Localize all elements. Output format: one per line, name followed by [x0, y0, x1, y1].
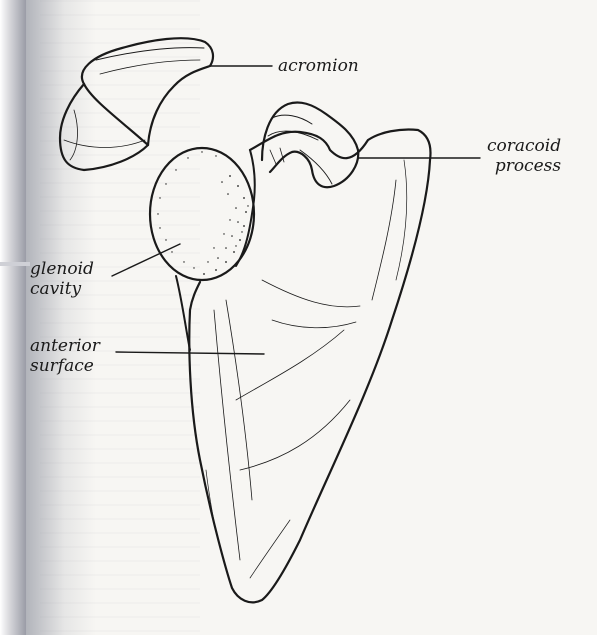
label-glenoid-cavity: glenoid cavity [30, 259, 94, 299]
label-coracoid-process: coracoid process [487, 136, 561, 176]
label-anterior-line1: anterior [30, 336, 100, 356]
acromion-underside [60, 84, 148, 170]
label-anterior-line2: surface [30, 356, 100, 376]
label-glenoid-line2: cavity [30, 279, 94, 299]
leader-line-anterior [116, 352, 264, 354]
label-coracoid-line2: process [487, 156, 561, 176]
label-coracoid-line1: coracoid [487, 136, 561, 156]
scapula-neck [176, 276, 190, 350]
coracoid-process-outline [262, 102, 358, 187]
label-acromion-text: acromion [278, 56, 359, 76]
glenoid-stipple [157, 151, 248, 275]
acromion-outline [82, 38, 213, 145]
label-glenoid-line1: glenoid [30, 259, 94, 279]
label-anterior-surface: anterior surface [30, 336, 100, 376]
label-acromion: acromion [278, 56, 359, 76]
leader-line-glenoid [112, 244, 180, 276]
scapula-body-outline [189, 129, 430, 602]
